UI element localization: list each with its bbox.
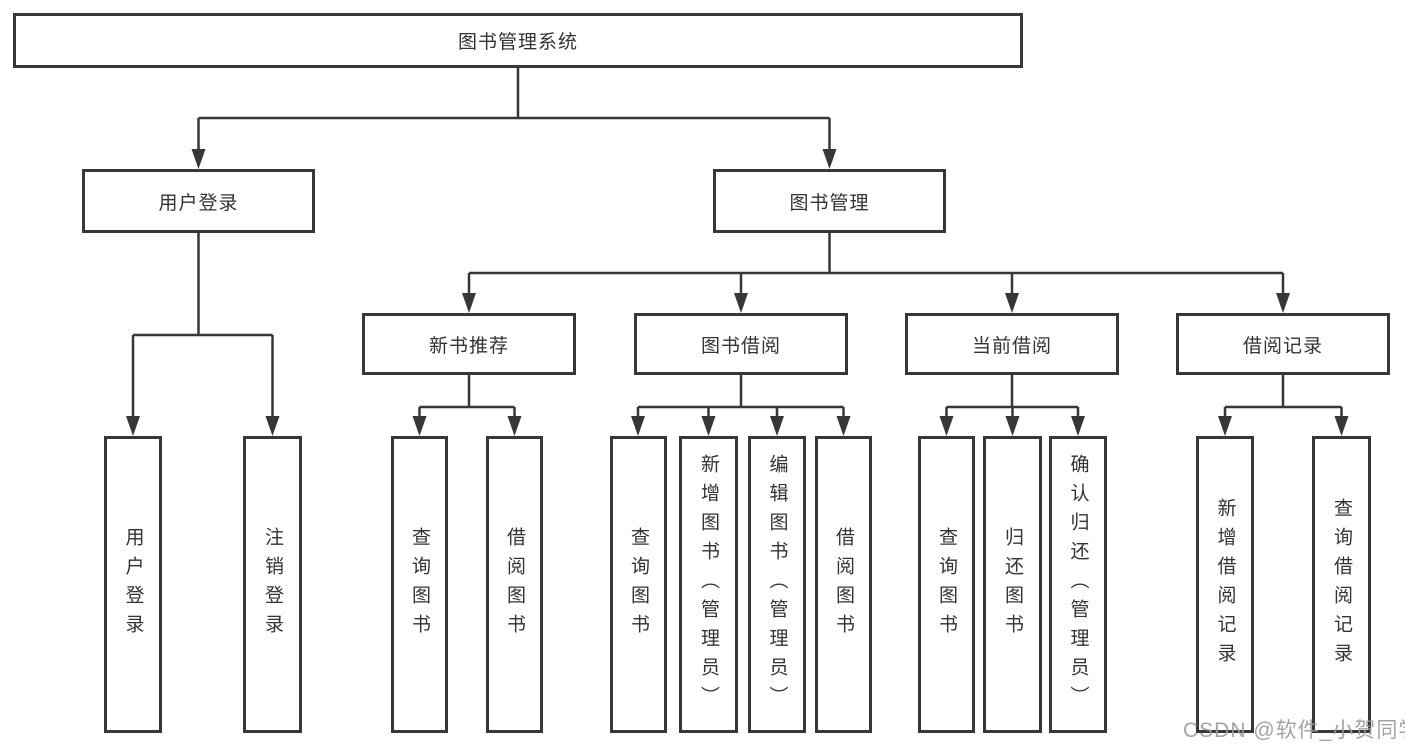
node-label: 图书管理系统	[457, 32, 578, 53]
node-borrowing-records: 借阅记录	[1176, 313, 1390, 375]
leaf-query-books-current: 查询图书	[918, 436, 975, 733]
arrowheads	[126, 149, 1349, 436]
connector-borrowrecord-children	[1223, 375, 1343, 422]
leaf-add-borrow-record: 新增借阅记录	[1196, 436, 1254, 733]
connector-root-to-level2	[197, 68, 831, 155]
leaf-borrow-books: 借阅图书	[815, 436, 872, 733]
arrowhead	[822, 149, 837, 169]
node-label: 用户登录	[122, 526, 144, 643]
node-label: 编辑图书（管理员）	[766, 454, 788, 715]
leaf-query-borrow-record: 查询借阅记录	[1312, 436, 1371, 733]
node-label: 借阅记录	[1242, 335, 1323, 357]
node-label: 新增图书（管理员）	[698, 454, 719, 715]
node-label: 查询借阅记录	[1331, 497, 1352, 672]
node-label: 借阅图书	[504, 526, 525, 643]
node-current-borrowing: 当前借阅	[905, 313, 1119, 375]
arrowhead	[265, 416, 280, 436]
csdn-watermark: CSDN @软件_小贺同学	[1183, 719, 1405, 742]
node-library-system: 图书管理系统	[13, 13, 1023, 68]
node-label: 图书借阅	[700, 335, 781, 357]
node-book-management: 图书管理	[713, 169, 946, 233]
arrowhead	[1071, 416, 1085, 436]
arrowhead	[412, 416, 427, 436]
node-label: 查询图书	[628, 526, 649, 643]
node-label: 图书管理	[789, 192, 870, 214]
leaf-return-books: 归还图书	[983, 436, 1042, 733]
leaf-logout: 注销登录	[243, 436, 302, 733]
arrowhead	[1218, 416, 1232, 436]
node-label: 注销登录	[262, 526, 283, 643]
connector-bookborrow-children	[636, 375, 845, 422]
node-label: 查询图书	[936, 526, 957, 643]
connector-newbook-children	[418, 375, 516, 422]
connector-paths	[131, 68, 1343, 422]
node-user-login: 用户登录	[82, 169, 315, 233]
arrowhead	[191, 149, 206, 169]
arrowhead	[836, 416, 851, 436]
node-new-book-recommend: 新书推荐	[362, 313, 576, 375]
node-label: 当前借阅	[971, 335, 1052, 357]
connector-bookmgmt-modules	[467, 233, 1285, 299]
node-label: 用户登录	[158, 192, 239, 214]
leaf-borrow-books-recommend: 借阅图书	[486, 436, 543, 733]
arrowhead	[462, 293, 476, 313]
arrowhead	[939, 416, 954, 436]
arrowhead	[631, 416, 645, 436]
leaf-query-books-recommend: 查询图书	[391, 436, 448, 733]
connector-userlogin-children	[131, 233, 274, 422]
node-label: 新增借阅记录	[1214, 497, 1236, 672]
arrowhead	[126, 416, 140, 436]
leaf-query-books-borrowing: 查询图书	[610, 436, 667, 733]
node-label: 借阅图书	[833, 526, 854, 643]
arrowhead	[1005, 293, 1019, 313]
arrowhead	[770, 416, 784, 436]
leaf-user-login: 用户登录	[104, 436, 162, 733]
node-label: 新书推荐	[428, 335, 509, 357]
arrowhead	[507, 416, 522, 436]
arrowhead	[734, 293, 748, 313]
node-book-borrowing: 图书借阅	[634, 313, 848, 375]
node-label: 确认归还（管理员）	[1067, 454, 1089, 715]
connector-currentborrow-children	[945, 375, 1080, 422]
node-label: 查询图书	[409, 526, 430, 643]
leaf-confirm-return-admin: 确认归还（管理员）	[1049, 436, 1107, 733]
arrowhead	[1276, 293, 1290, 313]
arrowhead	[1005, 416, 1020, 436]
arrowhead	[701, 416, 716, 436]
arrowhead	[1334, 416, 1349, 436]
node-label: 归还图书	[1002, 526, 1023, 643]
leaf-add-books-admin: 新增图书（管理员）	[679, 436, 738, 733]
leaf-edit-books-admin: 编辑图书（管理员）	[748, 436, 806, 733]
